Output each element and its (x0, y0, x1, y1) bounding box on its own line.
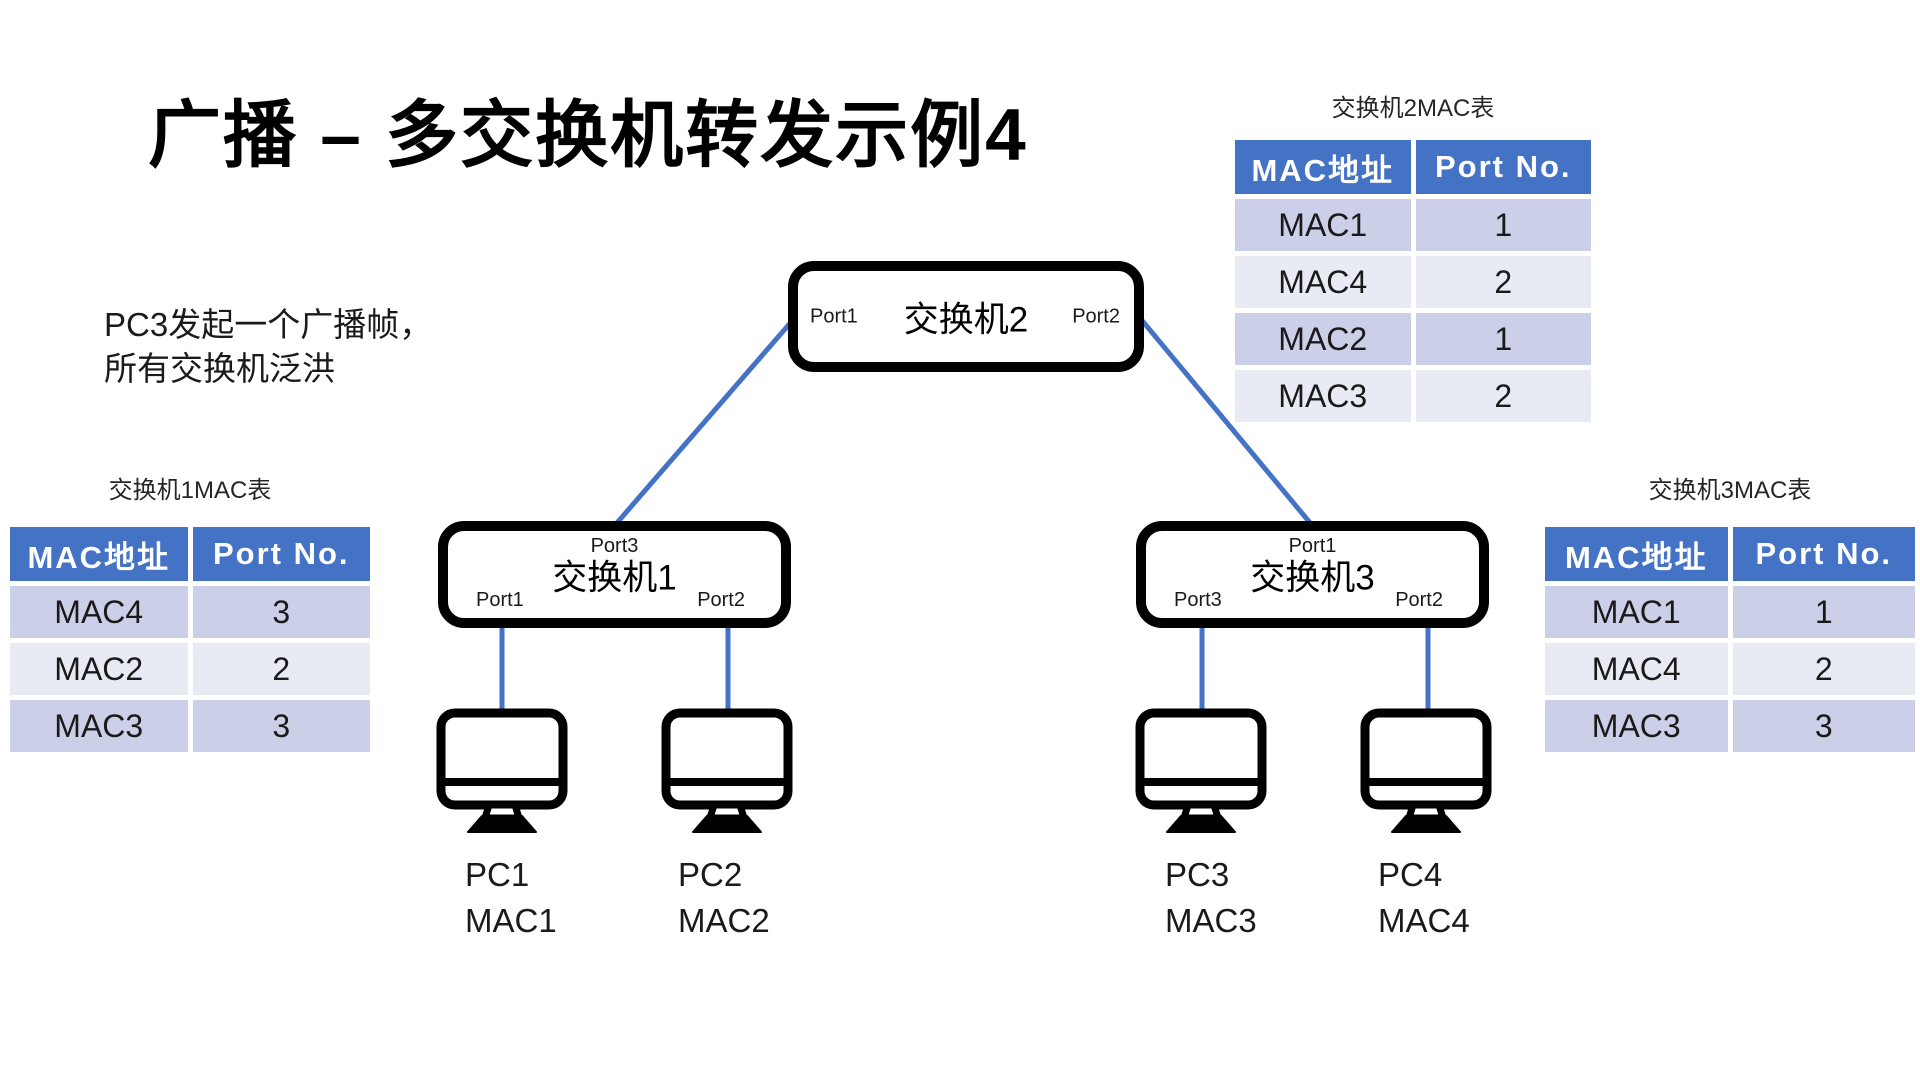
pc-4-label: PC4 MAC4 (1378, 852, 1470, 944)
column-header-mac: MAC地址 (1545, 527, 1728, 581)
table-cell: 2 (1732, 643, 1915, 695)
column-header-port: Port No. (1415, 140, 1591, 194)
table-cell: MAC2 (1235, 313, 1411, 365)
table-cell: MAC3 (1235, 370, 1411, 422)
pc-1-label: PC1 MAC1 (465, 852, 557, 944)
pc-name: PC4 (1378, 856, 1443, 893)
mac-table-switch2: MAC地址 Port No. MAC1 1 MAC4 2 MAC2 1 MAC3… (1235, 140, 1591, 422)
table-cell: 2 (1415, 370, 1591, 422)
column-header-mac: MAC地址 (1235, 140, 1411, 194)
pc-monitor-icon (1135, 708, 1267, 833)
table-cell: MAC3 (10, 700, 188, 752)
pc-monitor-icon (1360, 708, 1492, 833)
mac-table-switch3: MAC地址 Port No. MAC1 1 MAC4 2 MAC3 3 (1545, 527, 1915, 752)
note-line-1: PC3发起一个广播帧， (104, 306, 433, 343)
page-title: 广播 – 多交换机转发示例4 (148, 95, 1028, 176)
table-cell: 3 (1732, 700, 1915, 752)
pc-mac: MAC2 (678, 902, 770, 939)
switch-2-port-label: Port1 (810, 305, 858, 327)
switch-2-port-label: Port2 (1072, 305, 1120, 327)
switch-1-box: Port3 交换机1 Port1 Port2 (438, 521, 791, 628)
switch-1-port-label: Port1 (476, 589, 524, 611)
pc-4 (1360, 708, 1492, 839)
table-cell: MAC4 (10, 586, 188, 638)
table-cell: 1 (1732, 586, 1915, 638)
table-cell: 1 (1415, 199, 1591, 251)
column-header-mac: MAC地址 (10, 527, 188, 581)
table-cell: 3 (192, 700, 370, 752)
table-cell: MAC1 (1235, 199, 1411, 251)
note-text: PC3发起一个广播帧， 所有交换机泛洪 (104, 303, 432, 391)
pc-mac: MAC3 (1165, 902, 1257, 939)
pc-monitor-icon (661, 708, 793, 833)
switch-3-port-label: Port3 (1174, 589, 1222, 611)
table-cell: MAC2 (10, 643, 188, 695)
table-cell: MAC4 (1235, 256, 1411, 308)
note-line-2: 所有交换机泛洪 (104, 350, 335, 387)
table-cell: MAC1 (1545, 586, 1728, 638)
pc-name: PC2 (678, 856, 743, 893)
column-header-port: Port No. (192, 527, 370, 581)
switch-1-label: 交换机1 (552, 558, 677, 597)
table-cell: 1 (1415, 313, 1591, 365)
table-cell: 2 (1415, 256, 1591, 308)
pc-2-label: PC2 MAC2 (678, 852, 770, 944)
link-sw2-sw3 (1138, 316, 1313, 526)
switch-1-port-label: Port3 (590, 535, 639, 557)
pc-monitor-icon (436, 708, 568, 833)
column-header-port: Port No. (1732, 527, 1915, 581)
pc-name: PC1 (465, 856, 530, 893)
pc-2 (661, 708, 793, 839)
mac-table-switch1: MAC地址 Port No. MAC4 3 MAC2 2 MAC3 3 (10, 527, 370, 752)
table-caption-switch1: 交换机1MAC表 (108, 477, 272, 504)
switch-1-port-label: Port2 (697, 589, 745, 611)
pc-3 (1135, 708, 1267, 839)
pc-3-label: PC3 MAC3 (1165, 852, 1257, 944)
table-caption-switch2: 交换机2MAC表 (1331, 95, 1495, 122)
switch-3-label: 交换机3 (1250, 558, 1375, 597)
table-caption-switch3: 交换机3MAC表 (1648, 477, 1812, 504)
table-cell: MAC4 (1545, 643, 1728, 695)
pc-mac: MAC1 (465, 902, 557, 939)
switch-2-box: Port1 交换机2 Port2 (788, 261, 1144, 372)
switch-3-port-label: Port1 (1288, 535, 1337, 557)
switch-3-box: Port1 交换机3 Port3 Port2 (1136, 521, 1489, 628)
switch-2-label: 交换机2 (903, 300, 1029, 339)
table-cell: 2 (192, 643, 370, 695)
pc-1 (436, 708, 568, 839)
table-cell: MAC3 (1545, 700, 1728, 752)
table-cell: 3 (192, 586, 370, 638)
switch-3-port-label: Port2 (1395, 589, 1443, 611)
pc-mac: MAC4 (1378, 902, 1470, 939)
link-sw2-sw1 (614, 319, 794, 526)
pc-name: PC3 (1165, 856, 1230, 893)
